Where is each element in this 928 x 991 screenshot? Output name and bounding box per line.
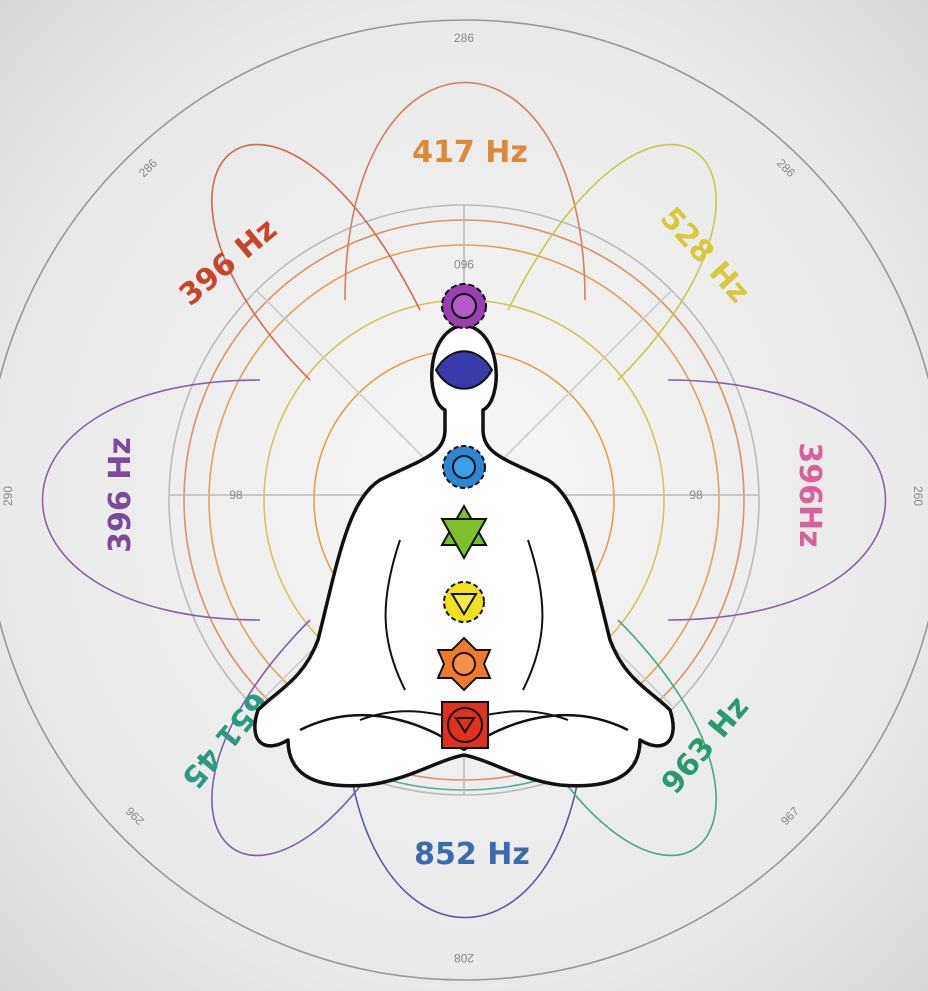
label-852: 852 Hz (414, 837, 530, 872)
label-396-left: 396 Hz (103, 437, 138, 553)
petal-top-right (507, 143, 717, 381)
outer-circle (0, 19, 928, 981)
tick-bottom-left: 296 (123, 804, 147, 828)
throat-chakra-icon (442, 445, 486, 489)
label-396-top-left: 396 Hz (173, 212, 284, 313)
heart-chakra-icon (440, 503, 488, 561)
tick-inner-right: 98 (689, 488, 703, 502)
petal-left (41, 379, 261, 621)
third-eye-chakra-icon (434, 350, 494, 390)
petal-bottom-left (211, 619, 421, 857)
solar-plexus-chakra-icon (443, 581, 485, 623)
arm-lines (384, 539, 544, 691)
tick-top-right: 286 (774, 156, 798, 180)
tick-top-left: 286 (136, 156, 160, 180)
petal-right (667, 379, 887, 621)
tick-left: 290 (1, 486, 15, 506)
label-417: 417 Hz (412, 135, 528, 170)
petal-bottom (344, 699, 586, 919)
petal-bottom-right (507, 619, 717, 857)
crown-chakra-icon (441, 283, 487, 329)
tick-right: 260 (911, 486, 925, 506)
tick-top: 286 (454, 31, 474, 45)
petal-top-left (211, 143, 421, 381)
sacral-chakra-icon (436, 636, 492, 692)
label-963: 963 Hz (655, 690, 756, 801)
chakras (434, 283, 494, 749)
petal-top (344, 81, 586, 301)
tick-inner-left: 98 (229, 488, 243, 502)
root-chakra-icon (441, 701, 489, 749)
tick-bottom-right: 967 (778, 804, 802, 828)
tick-bottom: 208 (454, 951, 474, 965)
legs-line (299, 713, 629, 752)
tick-inner-top: 960 (454, 257, 474, 271)
label-396-right: 396Hz (792, 442, 827, 547)
